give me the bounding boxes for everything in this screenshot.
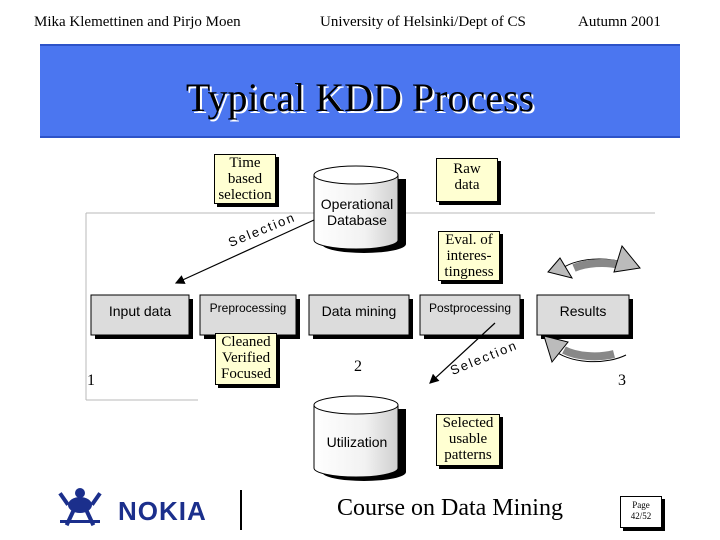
postprocessing-bar xyxy=(419,294,524,339)
input-data-bar xyxy=(90,294,193,339)
data-mining-bar xyxy=(308,294,413,339)
selection-arrow-icon xyxy=(174,219,315,284)
note-line: Focused xyxy=(221,366,271,382)
course-title: Course on Data Mining xyxy=(337,495,563,521)
data-mining-label: Data mining xyxy=(321,303,397,319)
nokia-logo-icon xyxy=(58,488,102,527)
label-line: Operational xyxy=(320,196,394,212)
operational-database-label: Operational Database xyxy=(312,196,402,228)
preprocessing-label: Preprocessing xyxy=(209,301,287,315)
flow-arrows xyxy=(174,219,496,384)
operational-database-icon xyxy=(313,165,406,253)
header-institution: University of Helsinki/Dept of CS xyxy=(320,14,526,30)
page-number: 42/52 xyxy=(630,511,652,521)
step-3-label: 3 xyxy=(618,372,626,389)
results-label: Results xyxy=(559,303,607,319)
note-line: selection xyxy=(218,187,272,203)
note-line: Raw xyxy=(453,161,481,177)
note-line: patterns xyxy=(444,447,492,463)
header-authors: Mika Klemettinen and Pirjo Moen xyxy=(34,14,241,30)
eval-interestingness-note: Eval. of interes- tingness xyxy=(438,231,500,281)
page-label: Page xyxy=(632,500,650,510)
note-line: Eval. of xyxy=(445,232,493,248)
utilization-database-icon xyxy=(313,395,406,481)
time-based-selection-note: Time based selection xyxy=(214,154,276,204)
note-line: Selected xyxy=(442,415,494,431)
note-line: Verified xyxy=(221,350,271,366)
note-line: based xyxy=(227,171,263,187)
cleaned-verified-focused-note: Cleaned Verified Focused xyxy=(215,333,277,385)
slide-title: Typical KDD Process xyxy=(185,75,535,120)
results-cycle-icon xyxy=(543,244,641,364)
header-term: Autumn 2001 xyxy=(578,14,661,30)
step-2-label: 2 xyxy=(354,358,362,375)
note-line: usable xyxy=(448,431,488,447)
title-band: Typical KDD Process xyxy=(40,44,680,138)
selection-arrow-2-icon xyxy=(429,322,496,384)
note-line: Cleaned xyxy=(221,334,271,350)
nokia-logo-text: NOKIA xyxy=(118,496,207,526)
selected-usable-patterns-note: Selected usable patterns xyxy=(436,414,500,466)
note-line: interes- xyxy=(446,248,492,264)
raw-data-note: Raw data xyxy=(436,158,498,202)
input-data-label: Input data xyxy=(108,303,172,319)
postprocessing-label: Postprocessing xyxy=(428,301,512,315)
label-line: Database xyxy=(327,212,387,228)
note-line: Time xyxy=(229,155,261,171)
note-line: tingness xyxy=(444,264,494,280)
footer-divider xyxy=(240,490,242,530)
page-number-box: Page 42/52 xyxy=(620,496,662,528)
note-line: data xyxy=(454,177,480,193)
results-bar xyxy=(536,294,633,339)
step-1-label: 1 xyxy=(87,372,95,389)
preprocessing-bar xyxy=(199,294,300,339)
utilization-label: Utilization xyxy=(326,434,388,450)
